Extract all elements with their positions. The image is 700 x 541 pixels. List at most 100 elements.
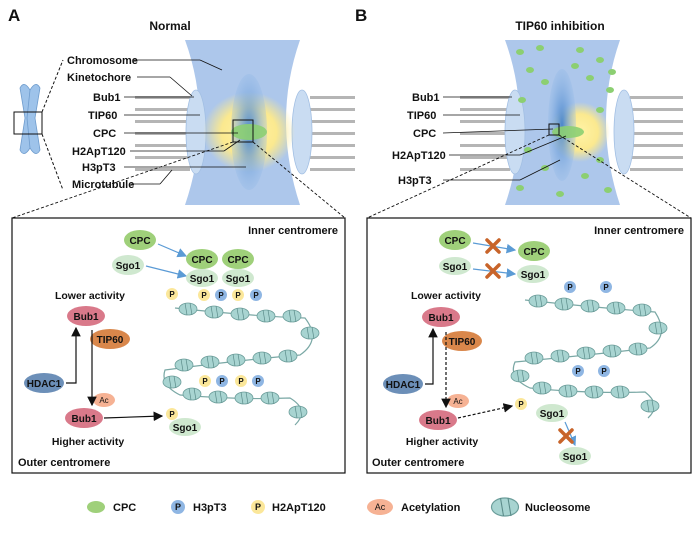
outer-centromere-b: Outer centromere xyxy=(372,457,464,469)
legend-h2apt120-label: H2ApT120 xyxy=(272,502,326,514)
svg-text:P: P xyxy=(255,502,261,512)
p-h2a-a xyxy=(166,408,178,420)
panel-a-title: Normal xyxy=(149,19,190,33)
label-bub1-a: Bub1 xyxy=(93,92,121,104)
p-markers-top-b: P P xyxy=(564,281,612,293)
scattered-cpc-b xyxy=(516,45,616,197)
svg-text:Bub1: Bub1 xyxy=(429,313,454,324)
panel-b-letter: B xyxy=(355,6,367,25)
hdac1-arrow-a xyxy=(66,326,81,384)
sgo1-recruited-a xyxy=(169,418,201,436)
svg-text:Sgo1: Sgo1 xyxy=(521,270,546,281)
sgo1-released-b xyxy=(559,447,591,465)
svg-text:P: P xyxy=(219,377,225,386)
cpc-bound-2-a xyxy=(222,249,254,269)
svg-text:HDAC1: HDAC1 xyxy=(386,380,421,391)
label-bub1-b: Bub1 xyxy=(412,92,440,104)
leader-lines-a xyxy=(124,59,246,185)
svg-text:HDAC1: HDAC1 xyxy=(27,379,62,390)
svg-text:P: P xyxy=(169,410,175,419)
svg-text:TIP60: TIP60 xyxy=(97,335,124,346)
svg-text:P: P xyxy=(255,377,261,386)
label-tip60-a: TIP60 xyxy=(88,110,117,122)
svg-text:Ac: Ac xyxy=(453,397,462,406)
legend-h2apt120-icon xyxy=(251,500,265,514)
label-cpc-a: CPC xyxy=(93,128,116,140)
ac-a xyxy=(93,393,115,407)
svg-text:Bub1: Bub1 xyxy=(426,416,451,427)
legend-h3pt3-label: H3pT3 xyxy=(193,502,227,514)
svg-text:Sgo1: Sgo1 xyxy=(443,262,468,273)
bub1-high-a xyxy=(65,408,103,428)
svg-text:CPC: CPC xyxy=(191,255,212,266)
lower-activity-a: Lower activity xyxy=(55,290,125,302)
ac-b xyxy=(447,394,469,408)
p-h2a-b xyxy=(515,398,527,410)
legend: CPC P H3pT3 P H2ApT120 Ac Acetylation Nu… xyxy=(87,497,590,517)
p-markers-top-a: P P P P P xyxy=(166,288,262,301)
label-h2apt120-a: H2ApT120 xyxy=(72,146,126,158)
zoom-box-a xyxy=(232,119,254,143)
cpc-free-a xyxy=(124,230,156,250)
cpc-free-b xyxy=(439,230,471,250)
legend-nucleosome-label: Nucleosome xyxy=(525,502,590,514)
svg-text:Sgo1: Sgo1 xyxy=(540,409,565,420)
label-tip60-b: TIP60 xyxy=(407,110,436,122)
svg-text:Bub1: Bub1 xyxy=(74,312,99,323)
legend-cpc-icon xyxy=(87,501,105,513)
sgo1-free-b xyxy=(439,257,471,275)
svg-text:P: P xyxy=(567,283,573,292)
label-h3pt3-a: H3pT3 xyxy=(82,162,116,174)
outer-centromere-a: Outer centromere xyxy=(18,457,110,469)
svg-text:P: P xyxy=(218,291,224,300)
svg-text:P: P xyxy=(601,367,607,376)
hdac1-arrow-b xyxy=(425,327,438,385)
label-chromosome: Chromosome xyxy=(67,55,138,67)
legend-nucleosome-icon xyxy=(490,497,520,517)
legend-h3pt3-icon xyxy=(171,500,185,514)
svg-text:P: P xyxy=(253,291,259,300)
svg-text:P: P xyxy=(518,400,524,409)
legend-acetylation-icon xyxy=(367,499,393,515)
p-markers-mid-b: P P xyxy=(572,365,610,377)
bub1-low-a xyxy=(67,306,105,326)
sgo1-free-a xyxy=(112,255,144,275)
tip60-b xyxy=(442,331,482,351)
label-kinetochore: Kinetochore xyxy=(67,72,131,84)
hdac1-a xyxy=(24,373,64,393)
sgo1-bound-2-a xyxy=(222,269,254,287)
label-microtubule: Microtubule xyxy=(72,179,134,191)
svg-text:TIP60: TIP60 xyxy=(449,337,476,348)
svg-text:CPC: CPC xyxy=(129,236,150,247)
label-h3pt3-b: H3pT3 xyxy=(398,175,432,187)
inner-centromere-a: Inner centromere xyxy=(248,225,338,237)
cpc-zone-b xyxy=(552,126,584,138)
higher-activity-a: Higher activity xyxy=(52,436,125,448)
sgo1-target-b xyxy=(517,265,549,283)
svg-text:Ac: Ac xyxy=(375,502,386,512)
svg-text:P: P xyxy=(169,290,175,299)
p-markers-mid-a: P P P P xyxy=(199,375,264,387)
svg-text:CPC: CPC xyxy=(444,236,465,247)
svg-text:Sgo1: Sgo1 xyxy=(563,452,588,463)
sgo1-unbound-b xyxy=(536,404,568,422)
inner-centromere-b: Inner centromere xyxy=(594,225,684,237)
svg-text:P: P xyxy=(202,377,208,386)
bub1-phos-arrow-a xyxy=(103,411,164,422)
label-h2apt120-b: H2ApT120 xyxy=(392,150,446,162)
cpc-zone-a xyxy=(231,124,267,140)
svg-text:Sgo1: Sgo1 xyxy=(116,261,141,272)
leader-lines-b xyxy=(442,96,567,181)
svg-text:CPC: CPC xyxy=(227,255,248,266)
svg-text:Sgo1: Sgo1 xyxy=(190,274,215,285)
panel-b-title: TIP60 inhibition xyxy=(515,19,604,33)
mini-chromosome xyxy=(13,59,64,191)
svg-text:Bub1: Bub1 xyxy=(72,414,97,425)
svg-text:CPC: CPC xyxy=(523,247,544,258)
tip60-a xyxy=(90,329,130,349)
microtubules-b xyxy=(460,96,683,171)
svg-text:Sgo1: Sgo1 xyxy=(173,423,198,434)
legend-acetylation-label: Acetylation xyxy=(401,502,461,514)
bub1-low-b xyxy=(422,307,460,327)
